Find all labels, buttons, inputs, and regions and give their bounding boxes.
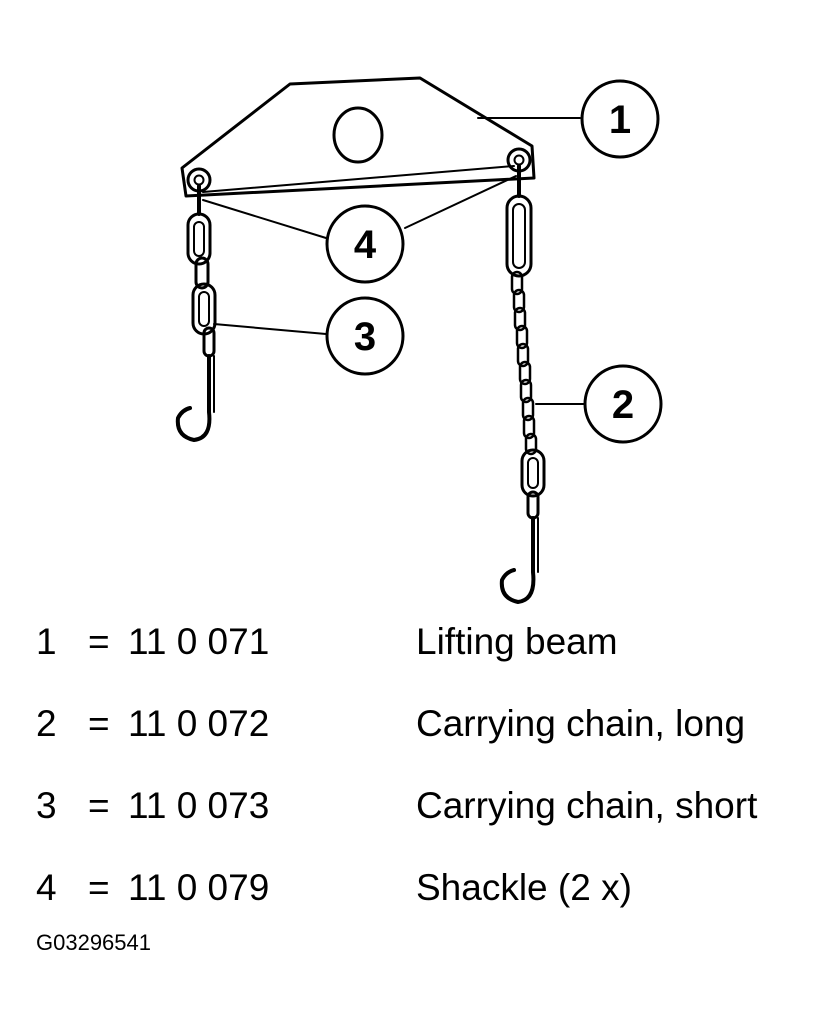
legend-number: 1 [36,621,57,662]
legend-part-number: 11 0 071 [128,621,270,662]
callout-label-1: 1 [609,98,631,142]
long-chain [499,164,546,604]
legend-number: 2 [36,703,57,744]
callout-label-4: 4 [354,223,377,267]
legend-equals: = [88,785,110,826]
callout-circle-1 [580,79,660,159]
legend-part-number: 11 0 073 [128,785,270,826]
figure-id: G03296541 [36,930,151,955]
callout-circle-2 [583,364,663,444]
lifting-device-illustration: 1 4 3 2 [175,76,663,604]
leader-line-4b [202,165,515,193]
legend-description: Shackle (2 x) [416,867,632,908]
legend-equals: = [88,703,110,744]
legend-equals: = [88,867,110,908]
leader-line-4c [404,175,517,229]
legend-number: 3 [36,785,57,826]
legend-description: Carrying chain, long [416,703,746,744]
legend-number: 4 [36,867,57,908]
beam-center-hole [332,106,384,164]
callout-label-2: 2 [612,383,634,427]
legend-description: Carrying chain, short [416,785,758,826]
leader-line-4a [202,199,327,239]
callout-circle-4 [325,204,405,284]
legend-description: Lifting beam [416,621,618,662]
short-chain [175,184,217,442]
leader-line-3 [213,323,327,335]
legend-part-number: 11 0 079 [128,867,270,908]
callout-circle-3 [325,296,405,376]
legend-part-number: 11 0 072 [128,703,270,744]
legend-equals: = [88,621,110,662]
lifting-beam [180,76,536,198]
callout-label-3: 3 [354,315,376,359]
